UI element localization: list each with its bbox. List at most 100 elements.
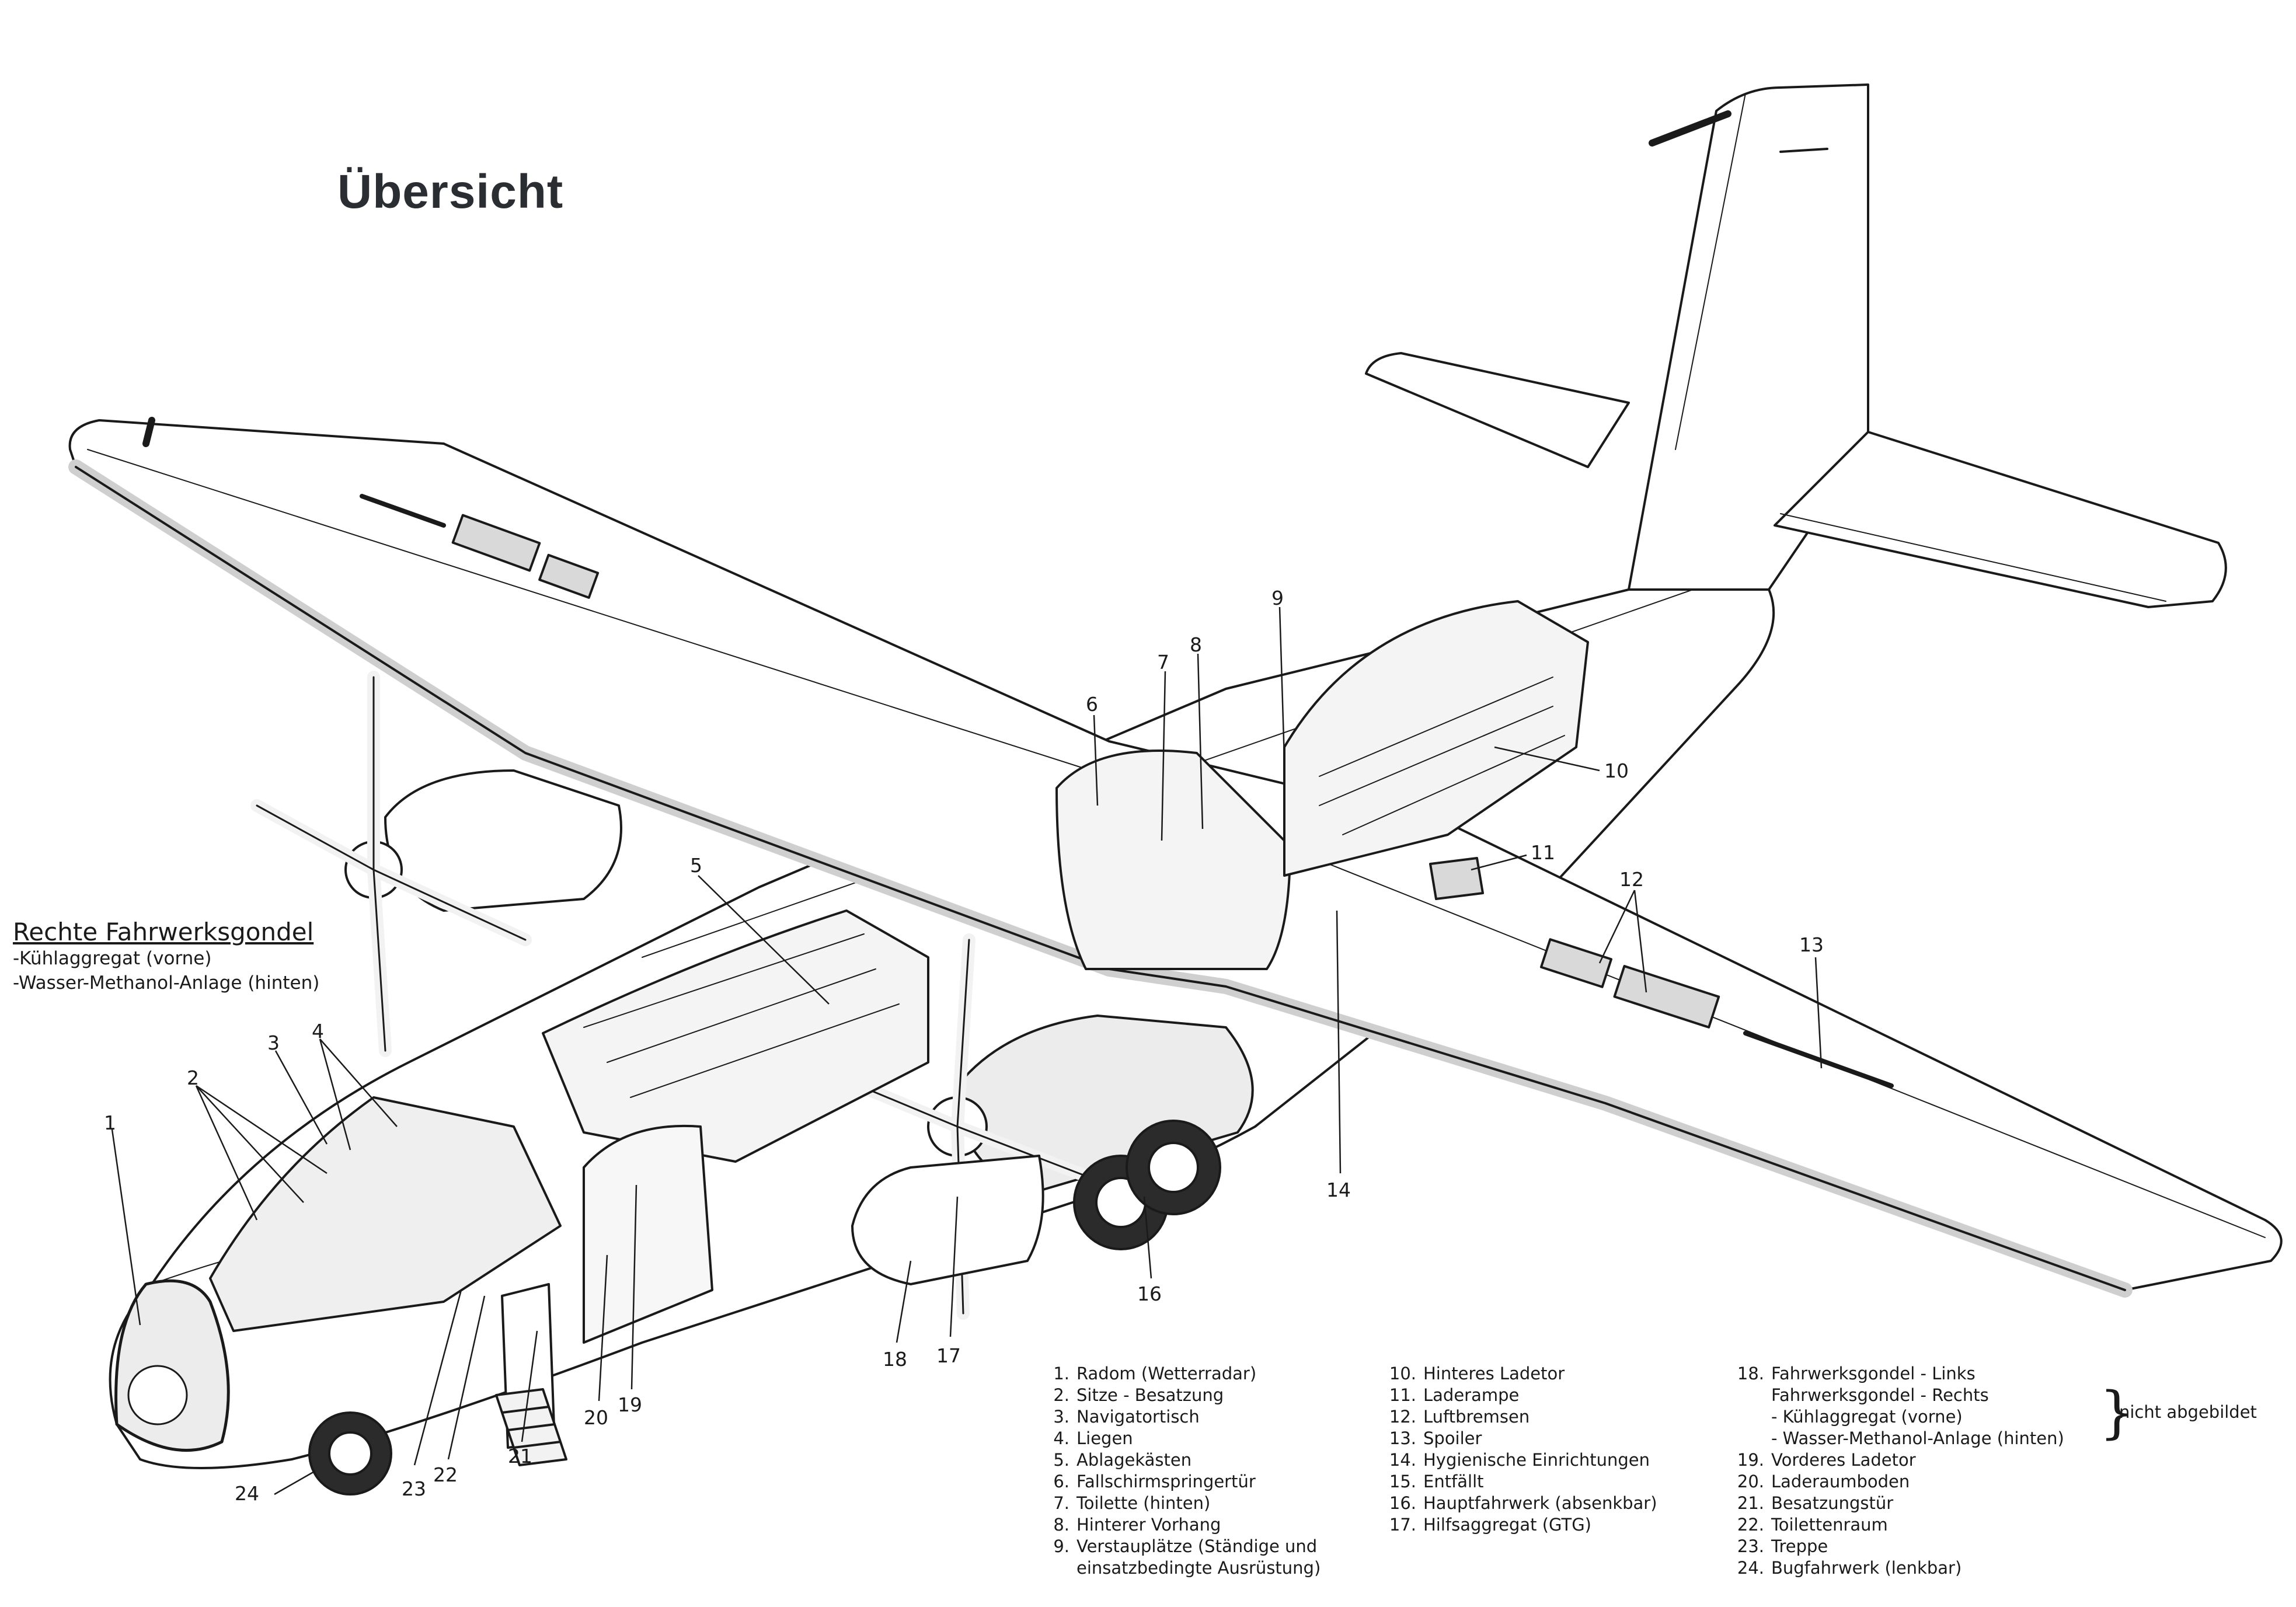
callout-8: 8	[1190, 633, 1202, 656]
legend-item-number: 7.	[1053, 1493, 1069, 1513]
leader-6	[1093, 714, 1099, 806]
leader-9	[1278, 606, 1285, 759]
leader-22	[447, 1295, 486, 1460]
legend-item-number: 20.	[1737, 1472, 1764, 1491]
legend-item: 2. Sitze - Besatzung	[1033, 1385, 1321, 1406]
callout-1: 1	[104, 1111, 116, 1134]
legend-item-text: - Kühlaggregat (vorne)	[1771, 1407, 1963, 1427]
air-brake-1	[1539, 938, 1613, 988]
wing-tip-antenna-left	[142, 417, 155, 447]
legend-item: 16. Hauptfahrwerk (absenkbar)	[1380, 1493, 1657, 1514]
leader-14	[1336, 910, 1342, 1174]
legend-item: 19.Vorderes Ladetor	[1728, 1449, 2064, 1471]
gondel-item: -Wasser-Methanol-Anlage (hinten)	[13, 972, 320, 994]
stairs	[495, 1388, 567, 1466]
callout-6: 6	[1086, 693, 1098, 716]
legend-item: 24.Bugfahrwerk (lenkbar)	[1728, 1557, 2064, 1579]
legend-item: 7. Toilette (hinten)	[1033, 1493, 1321, 1514]
callout-12: 12	[1619, 868, 1644, 891]
callout-10: 10	[1604, 759, 1629, 782]
callout-13: 13	[1799, 933, 1824, 956]
leader-1	[111, 1129, 141, 1326]
legend-item-text: einsatzbedingte Ausrüstung)	[1076, 1558, 1321, 1578]
gondel-note: Rechte Fahrwerksgondel -Kühlaggregat (vo…	[13, 918, 319, 995]
legend-item-text: Ablagekästen	[1076, 1450, 1192, 1470]
main-landing-gear	[1073, 1120, 1221, 1250]
legend-item-number: 1.	[1053, 1364, 1069, 1383]
gear-pod	[851, 1155, 1044, 1285]
legend-item-number: 2.	[1053, 1385, 1069, 1405]
legend-column-1: 1. Radom (Wetterradar) 2. Sitze - Besatzung…	[1033, 1363, 1321, 1579]
leader-2	[195, 1085, 327, 1221]
legend-item: 12.Luftbremsen	[1380, 1406, 1657, 1428]
legend-item-number: 6.	[1053, 1472, 1069, 1491]
callout-19: 19	[618, 1393, 642, 1416]
aft-cabin-cutaway	[1055, 750, 1291, 970]
legend-item-text: Fahrwerksgondel - Links	[1771, 1364, 1976, 1383]
leader-13	[1814, 957, 1823, 1069]
brace-glyph: }	[2099, 1380, 2135, 1445]
fin-detail	[1779, 148, 1828, 153]
leader-20	[598, 1254, 608, 1402]
legend-item: 18.Fahrwerksgondel - Links	[1728, 1363, 2064, 1385]
legend-item-number: 9.	[1053, 1536, 1069, 1556]
legend-item: 22.Toilettenraum	[1728, 1514, 2064, 1536]
legend-item: 13.Spoiler	[1380, 1428, 1657, 1449]
legend-item-text: Bugfahrwerk (lenkbar)	[1771, 1558, 1962, 1578]
legend-item-number: 12.	[1389, 1407, 1416, 1427]
legend-item-text: Sitze - Besatzung	[1076, 1385, 1224, 1405]
legend-item-text: Toilette (hinten)	[1076, 1493, 1211, 1513]
leader-11	[1471, 854, 1527, 871]
vertical-tail-fin	[1628, 83, 1869, 591]
legend-item-text: Hinterer Vorhang	[1076, 1515, 1221, 1535]
legend-item-text: Verstauplätze (Ständige und	[1076, 1536, 1318, 1556]
leader-10	[1494, 746, 1600, 772]
legend-item: einsatzbedingte Ausrüstung)	[1033, 1557, 1321, 1579]
legend-item-text: Radom (Wetterradar)	[1076, 1364, 1257, 1383]
legend-item-number: 14.	[1389, 1450, 1416, 1470]
callout-11: 11	[1531, 841, 1555, 864]
legend-item-number: 16.	[1389, 1493, 1416, 1513]
callout-20: 20	[584, 1406, 608, 1429]
cargo-hold-cutaway	[542, 909, 929, 1163]
callout-4: 4	[312, 1020, 324, 1043]
leader-5	[698, 875, 830, 1005]
rear-cargo-hold-cutaway	[1283, 600, 1589, 877]
callout-14: 14	[1326, 1179, 1351, 1201]
legend-item-number: 22.	[1737, 1515, 1764, 1535]
callout-18: 18	[883, 1348, 907, 1371]
legend-item: 14. Hygienische Einrichtungen	[1380, 1449, 1657, 1471]
legend-item-text: Hygienische Einrichtungen	[1423, 1450, 1650, 1470]
legend-item-number: 3.	[1053, 1407, 1069, 1427]
legend-item-number: 5.	[1053, 1450, 1069, 1470]
legend-item: 4. Liegen	[1033, 1428, 1321, 1449]
legend-item: 15. Entfällt	[1380, 1471, 1657, 1493]
legend-item: 11.Laderampe	[1380, 1385, 1657, 1406]
legend-item: - Kühlaggregat (vorne)	[1728, 1406, 2064, 1428]
legend-item-text: Vorderes Ladetor	[1771, 1450, 1916, 1470]
leader-18	[896, 1260, 912, 1343]
legend-item-text: Entfällt	[1423, 1472, 1484, 1491]
leader-7	[1161, 671, 1166, 841]
legend-item-number: 15.	[1389, 1472, 1416, 1491]
legend-item: 5. Ablagekästen	[1033, 1449, 1321, 1471]
callout-17: 17	[936, 1344, 961, 1367]
leader-21	[521, 1330, 538, 1442]
callout-22: 22	[433, 1463, 458, 1486]
nose-landing-gear	[308, 1411, 392, 1496]
legend-item: 20.Laderaumboden	[1728, 1471, 2064, 1493]
legend-item: Fahrwerksgondel - Rechts	[1728, 1385, 2064, 1406]
callout-16: 16	[1137, 1282, 1162, 1305]
legend-item: 1. Radom (Wetterradar)	[1033, 1363, 1321, 1385]
not-shown-note: nicht abgebildet	[2119, 1402, 2257, 1422]
legend-item-text: Fahrwerksgondel - Rechts	[1771, 1385, 1989, 1405]
callout-9: 9	[1271, 587, 1284, 609]
leader-16	[1143, 1196, 1152, 1279]
leader-19	[630, 1184, 637, 1390]
legend-item-text: Liegen	[1076, 1428, 1133, 1448]
legend-item-number: 4.	[1053, 1428, 1069, 1448]
callout-3: 3	[267, 1031, 280, 1054]
legend-item-text: Hauptfahrwerk (absenkbar)	[1423, 1493, 1657, 1513]
